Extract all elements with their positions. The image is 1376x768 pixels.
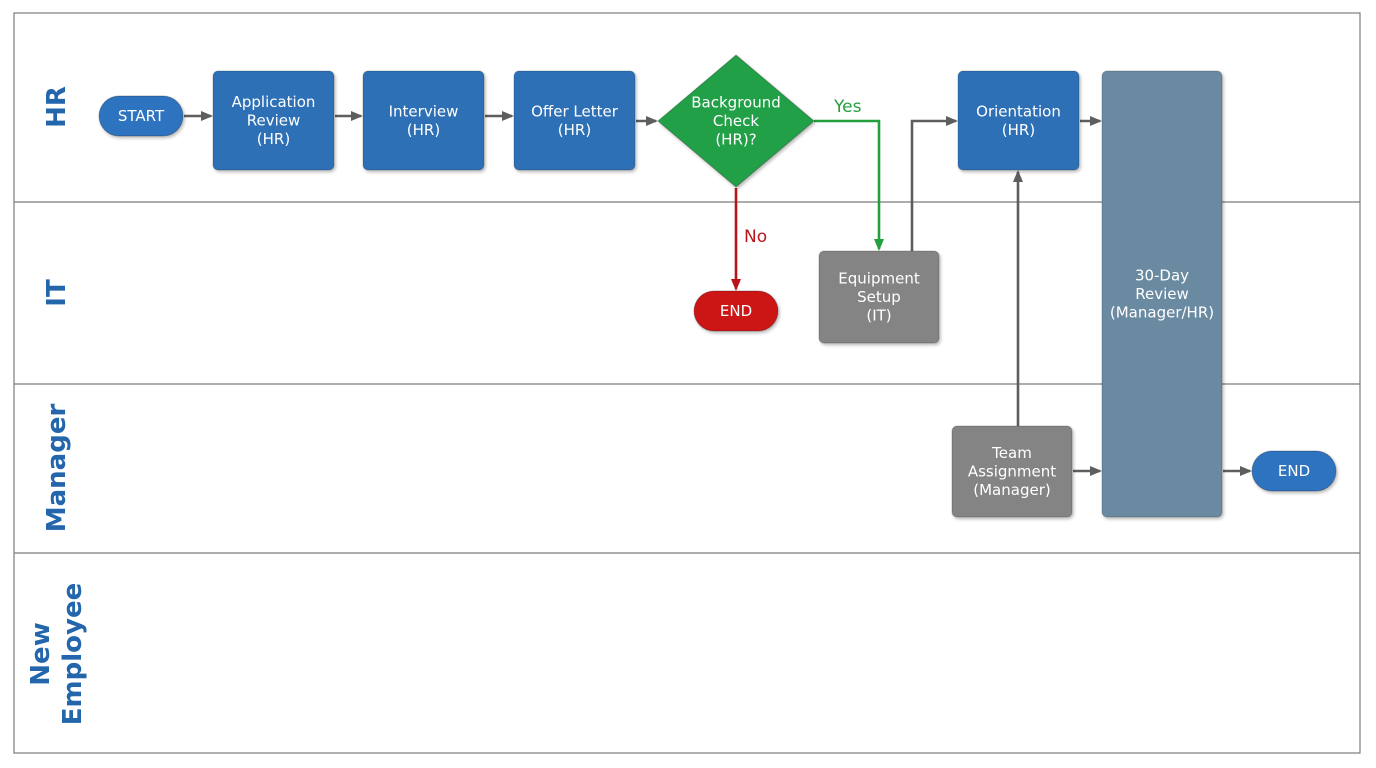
application-review-box <box>212 70 335 171</box>
equipment-setup-label: Setup <box>857 288 901 306</box>
lane-title-new-employee: New <box>26 622 56 685</box>
nodes-layer: STARTApplicationReview(HR)Interview(HR)O… <box>98 54 1337 518</box>
orientation-process: Orientation(HR) <box>957 70 1080 171</box>
end-complete-label: END <box>1278 462 1310 480</box>
thirty-day-review-label: (Manager/HR) <box>1110 304 1214 322</box>
interview-label: (HR) <box>407 121 440 139</box>
edge-label-yes: Yes <box>833 97 862 117</box>
arrow-background-check-to-equipment-setup <box>814 119 884 251</box>
background-check-diamond <box>657 54 815 188</box>
team-assignment-label: Team <box>991 444 1032 462</box>
thirty-day-review-label: Review <box>1135 285 1189 303</box>
lane-title-it: IT <box>42 279 72 307</box>
lane-manager: Manager <box>42 404 72 533</box>
background-check-label: Background <box>691 94 781 112</box>
orientation-label: Orientation <box>976 102 1061 120</box>
lane-hr: HR <box>42 86 72 128</box>
end-complete-pill <box>1251 450 1337 492</box>
background-check-label: Check <box>713 112 759 130</box>
start-terminal: START <box>98 95 184 137</box>
lane-title-manager: Manager <box>42 404 72 533</box>
application-review-label: (HR) <box>257 130 290 148</box>
thirty-day-review-box <box>1101 70 1223 518</box>
end-rejected-terminal: END <box>693 290 779 332</box>
interview-label: Interview <box>389 102 459 120</box>
equipment-setup-box <box>818 250 940 344</box>
edge-label-no: No <box>744 227 767 247</box>
arrow-equipment-setup-to-orientation <box>910 116 958 251</box>
diagram-frame <box>13 12 1361 754</box>
offer-letter-process: Offer Letter(HR) <box>513 70 636 171</box>
background-check-label: (HR)? <box>715 131 756 149</box>
end-rejected-pill <box>693 290 779 332</box>
interview-process: Interview(HR) <box>362 70 485 171</box>
start-label: START <box>118 107 165 125</box>
offer-letter-label: Offer Letter <box>531 102 619 120</box>
application-review-label: Application <box>232 93 316 111</box>
orientation-box <box>957 70 1080 171</box>
offer-letter-label: (HR) <box>558 121 591 139</box>
lane-title-hr: HR <box>42 86 72 128</box>
lane-title-new-employee: Employee <box>58 583 88 725</box>
offer-letter-box <box>513 70 636 171</box>
lane-it: IT <box>42 279 72 307</box>
end-rejected-label: END <box>720 302 752 320</box>
equipment-setup-label: Equipment <box>838 270 920 288</box>
application-review-label: Review <box>247 112 301 130</box>
orientation-label: (HR) <box>1002 121 1035 139</box>
thirty-day-review-label: 30-Day <box>1135 267 1189 285</box>
team-assignment-label: (Manager) <box>973 481 1050 499</box>
start-pill <box>98 95 184 137</box>
team-assignment-label: Assignment <box>968 463 1056 481</box>
equipment-setup-label: (IT) <box>866 307 891 325</box>
end-complete-terminal: END <box>1251 450 1337 492</box>
interview-box <box>362 70 485 171</box>
team-assignment-box <box>951 425 1073 518</box>
